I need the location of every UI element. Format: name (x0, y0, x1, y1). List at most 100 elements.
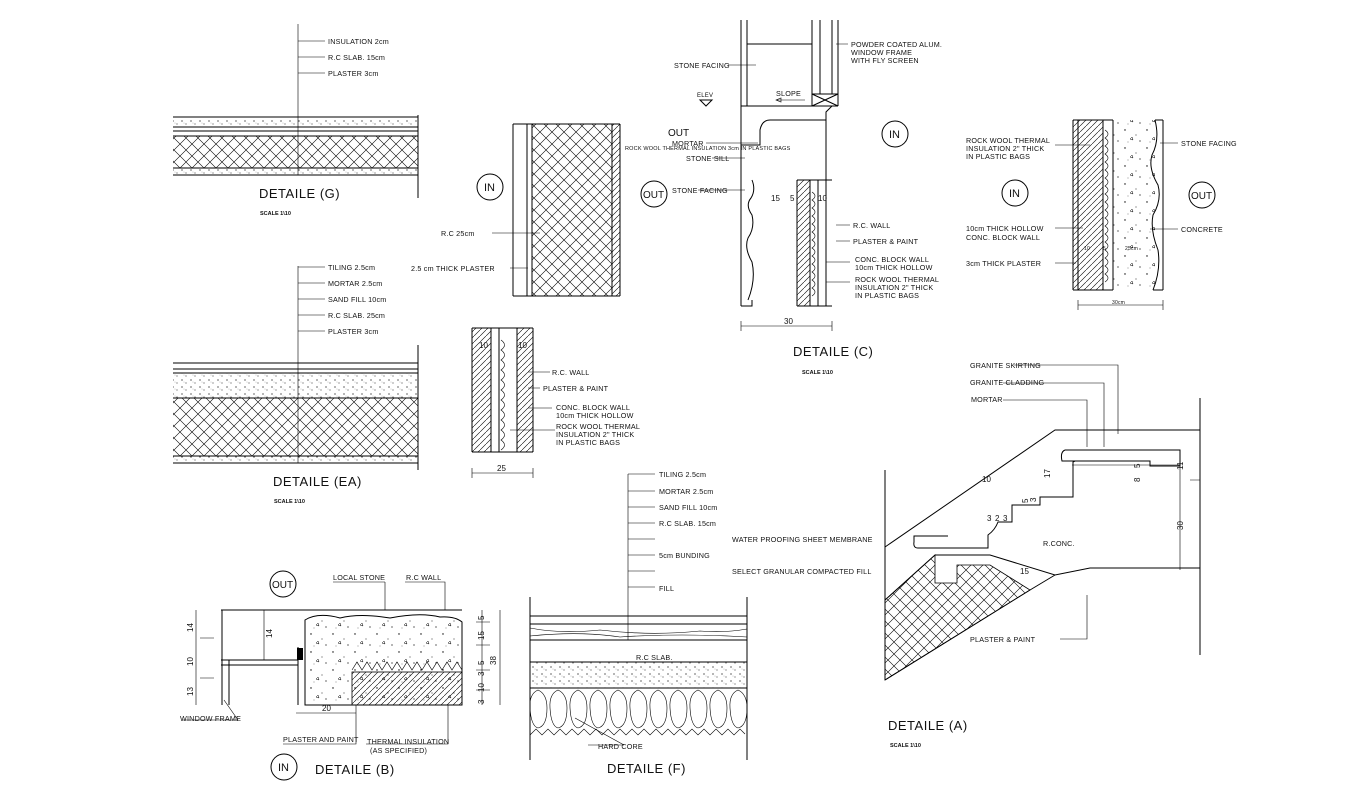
dim: 25 (497, 464, 506, 473)
dim: 5 (1103, 246, 1106, 252)
rc-slab-layer (173, 398, 418, 456)
detail-title: DETAILE (EA) (273, 474, 362, 489)
wall3-label: STONE FACING (1181, 139, 1237, 148)
insulation-layer (173, 117, 418, 127)
c-label: STONE FACING (672, 186, 728, 195)
dim: 10 (1084, 246, 1090, 252)
in-bubble (1001, 179, 1029, 207)
in-label: IN (484, 182, 495, 194)
elev-label: ELEV (697, 93, 713, 99)
dim: 30cm (1112, 300, 1125, 306)
plaster-layer (173, 168, 418, 175)
f-label: SAND FILL 10cm (659, 503, 717, 512)
dim: 2 (995, 514, 1000, 523)
c-label: POWDER COATED ALUM. (851, 40, 942, 49)
c-label: INSULATION 2" THICK (855, 283, 933, 292)
detail-g: INSULATION 2cm R.C SLAB. 15cm PLASTER 3c… (173, 24, 419, 217)
wall3-label: 10cm THICK HOLLOW (966, 224, 1044, 233)
wall2-label: IN PLASTIC BAGS (556, 438, 620, 447)
detail-c: 30 15 5 10 STONE FACING MORTAR STONE SIL… (640, 20, 942, 376)
g-label: R.C SLAB. 15cm (328, 53, 385, 62)
wall3-label: CONC. BLOCK WALL (966, 233, 1040, 242)
wall2-label: CONC. BLOCK WALL (556, 403, 630, 412)
wall3-label: IN PLASTIC BAGS (966, 152, 1030, 161)
wall3-label: INSULATION 2" THICK (966, 144, 1044, 153)
dim: 10 (479, 341, 488, 350)
in-bubble (270, 753, 298, 781)
b-label: PLASTER AND PAINT (283, 735, 359, 744)
f-label: MORTAR 2.5cm (659, 487, 713, 496)
g-label: PLASTER 3cm (328, 69, 379, 78)
detail-title: DETAILE (F) (607, 761, 686, 776)
ea-label: R.C SLAB. 25cm (328, 311, 385, 320)
a-label: PLASTER & PAINT (970, 635, 1036, 644)
out-label: OUT (1191, 191, 1212, 202)
dim: 5 (1133, 463, 1142, 468)
wall3-label: 3cm THICK PLASTER (966, 259, 1041, 268)
in-bubble (476, 173, 504, 201)
wall1-label: 2.5 cm THICK PLASTER (411, 264, 495, 273)
f-label: TILING 2.5cm (659, 470, 706, 479)
f-label: R.C SLAB. 15cm (659, 519, 716, 528)
in-label: IN (889, 129, 900, 141)
dim: 10 (818, 194, 827, 203)
dim: 15 (1020, 567, 1029, 576)
f-label: SELECT GRANULAR COMPACTED FILL (732, 567, 872, 576)
c-label: STONE FACING (674, 61, 730, 70)
wall1-insulation: ROCK WOOL THERMAL INSULATION 3cm IN PLAS… (625, 146, 791, 152)
dim: 13 (186, 687, 195, 696)
c-label: ROCK WOOL THERMAL (855, 275, 939, 284)
dim: 15 (771, 194, 780, 203)
out-bubble (269, 570, 297, 598)
in-label: IN (278, 762, 289, 774)
dim: 3 (1029, 497, 1038, 502)
f-label: R.C SLAB. (636, 653, 673, 662)
ea-label: PLASTER 3cm (328, 327, 379, 336)
c-label: WITH FLY SCREEN (851, 56, 919, 65)
c-label: MORTAR (672, 139, 704, 148)
dim: 17 (1043, 469, 1052, 478)
detail-ea: TILING 2.5cm MORTAR 2.5cm SAND FILL 10cm… (173, 263, 419, 505)
wall1-label: R.C 25cm (441, 229, 475, 238)
wall-section-3: ROCK WOOL THERMAL INSULATION 2" THICK IN… (966, 119, 1237, 310)
scale-label: SCALE 1\10 (890, 743, 921, 749)
dim: 10 (477, 683, 486, 692)
b-label: LOCAL STONE (333, 573, 385, 582)
a-label: R.CONC. (1043, 539, 1075, 548)
detail-b: OUT IN LOCAL STONE R.C WALL WINDOW FRAME… (180, 570, 501, 781)
detail-title: DETAILE (C) (793, 344, 873, 359)
dim: 5 (477, 615, 486, 620)
a-label: GRANITE SKIRTING (970, 361, 1041, 370)
f-label: 5cm BUNDING (659, 551, 710, 560)
rc-slab-layer (173, 136, 418, 168)
dim: 8 (1133, 477, 1142, 482)
out-label: OUT (643, 190, 664, 201)
detail-title: DETAILE (G) (259, 186, 340, 201)
scale-label: SCALE 1\10 (274, 499, 305, 505)
wall2-label: INSULATION 2" THICK (556, 430, 634, 439)
dim: 3 (477, 671, 486, 676)
wall2-label: PLASTER & PAINT (543, 384, 609, 393)
out-bubble (640, 180, 668, 208)
detail-f: TILING 2.5cm MORTAR 2.5cm SAND FILL 10cm… (529, 470, 872, 776)
in-label: IN (1009, 188, 1020, 200)
dim: 3 (1003, 514, 1008, 523)
a-label: MORTAR (971, 395, 1003, 404)
wall2-label: R.C. WALL (552, 368, 589, 377)
dim: 20 (322, 704, 331, 713)
dim: 25cm (1125, 246, 1138, 252)
wall2-label: ROCK WOOL THERMAL (556, 422, 640, 431)
dim: 14 (265, 629, 274, 638)
detail-a: GRANITE SKIRTING GRANITE CLADDING MORTAR… (884, 361, 1201, 749)
b-label: WINDOW FRAME (180, 714, 241, 723)
c-label: CONC. BLOCK WALL (855, 255, 929, 264)
dim: 30 (1176, 521, 1185, 530)
c-label: 10cm THICK HOLLOW (855, 263, 933, 272)
g-label: INSULATION 2cm (328, 37, 389, 46)
b-label: (AS SPECIFIED) (370, 746, 427, 755)
c-label: R.C. WALL (853, 221, 890, 230)
ea-label: TILING 2.5cm (328, 263, 375, 272)
detail-title: DETAILE (B) (315, 762, 395, 777)
sand-fill-layer (173, 373, 418, 398)
dim: 10 (186, 657, 195, 666)
